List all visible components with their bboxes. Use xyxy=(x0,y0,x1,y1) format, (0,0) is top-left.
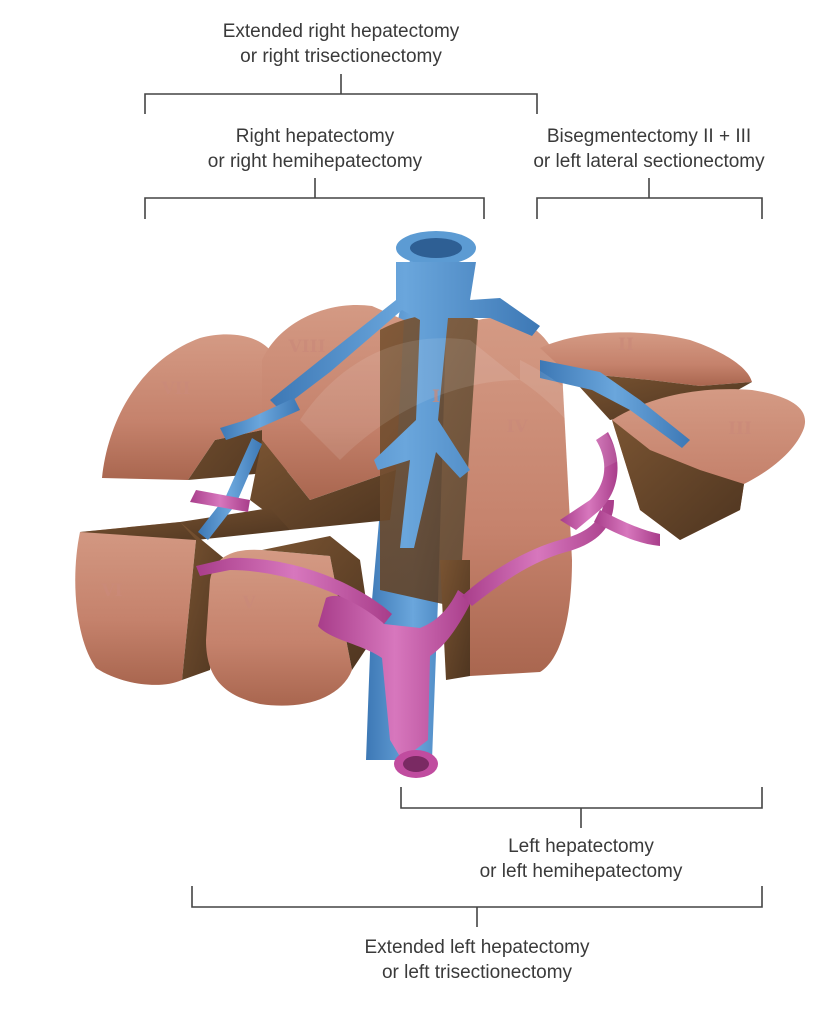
label-extended-right-line2: or right trisectionectomy xyxy=(240,46,442,67)
label-bisegmentectomy-line2: or left lateral sectionectomy xyxy=(533,151,765,172)
label-bisegmentectomy: Bisegmentectomy II + III or left lateral… xyxy=(533,124,764,174)
segment-label-vii: VII xyxy=(160,379,190,399)
label-extended-left-hepatectomy: Extended left hepatectomy or left trisec… xyxy=(365,935,590,985)
label-bisegmentectomy-line1: Bisegmentectomy II + III xyxy=(546,126,752,147)
segment-label-iv: IV xyxy=(506,417,528,437)
label-left-hepatectomy: Left hepatectomy or left hemihepatectomy xyxy=(480,834,683,884)
label-extended-left-line1: Extended left hepatectomy xyxy=(364,937,590,958)
label-extended-right-line1: Extended right hepatectomy xyxy=(222,21,460,42)
liver xyxy=(75,304,806,706)
label-left-line2: or left hemihepatectomy xyxy=(479,861,683,882)
portal-vein xyxy=(190,432,660,778)
segment-label-vi: VI xyxy=(100,581,122,601)
label-right-hepatectomy: Right hepatectomy or right hemihepatecto… xyxy=(208,124,422,174)
bracket-extended-left xyxy=(191,886,763,927)
segment-label-i: I xyxy=(432,387,440,407)
liver-surface-overlay xyxy=(300,338,620,470)
segment-label-v: V xyxy=(241,593,256,613)
segment-v xyxy=(206,549,352,706)
segment-label-viii: VIII xyxy=(287,337,325,357)
label-extended-left-line2: or left trisectionectomy xyxy=(381,962,573,983)
bracket-extended-right xyxy=(144,74,538,114)
segment-labels: VII VIII I IV II III VI V xyxy=(100,335,752,613)
segment-label-ii: II xyxy=(618,335,634,355)
segment-vi xyxy=(75,522,196,685)
label-left-line1: Left hepatectomy xyxy=(508,836,654,857)
bracket-bisegmentectomy xyxy=(536,178,763,219)
segment-label-iii: III xyxy=(728,419,752,439)
segment-viii xyxy=(262,304,404,500)
bracket-left xyxy=(400,787,763,828)
hepatic-veins xyxy=(198,231,690,548)
label-extended-right-hepatectomy: Extended right hepatectomy or right tris… xyxy=(223,19,460,69)
segment-vii xyxy=(102,334,270,480)
label-right-line1: Right hepatectomy xyxy=(235,126,395,147)
label-right-line2: or right hemihepatectomy xyxy=(207,151,423,172)
bracket-right xyxy=(144,178,485,219)
